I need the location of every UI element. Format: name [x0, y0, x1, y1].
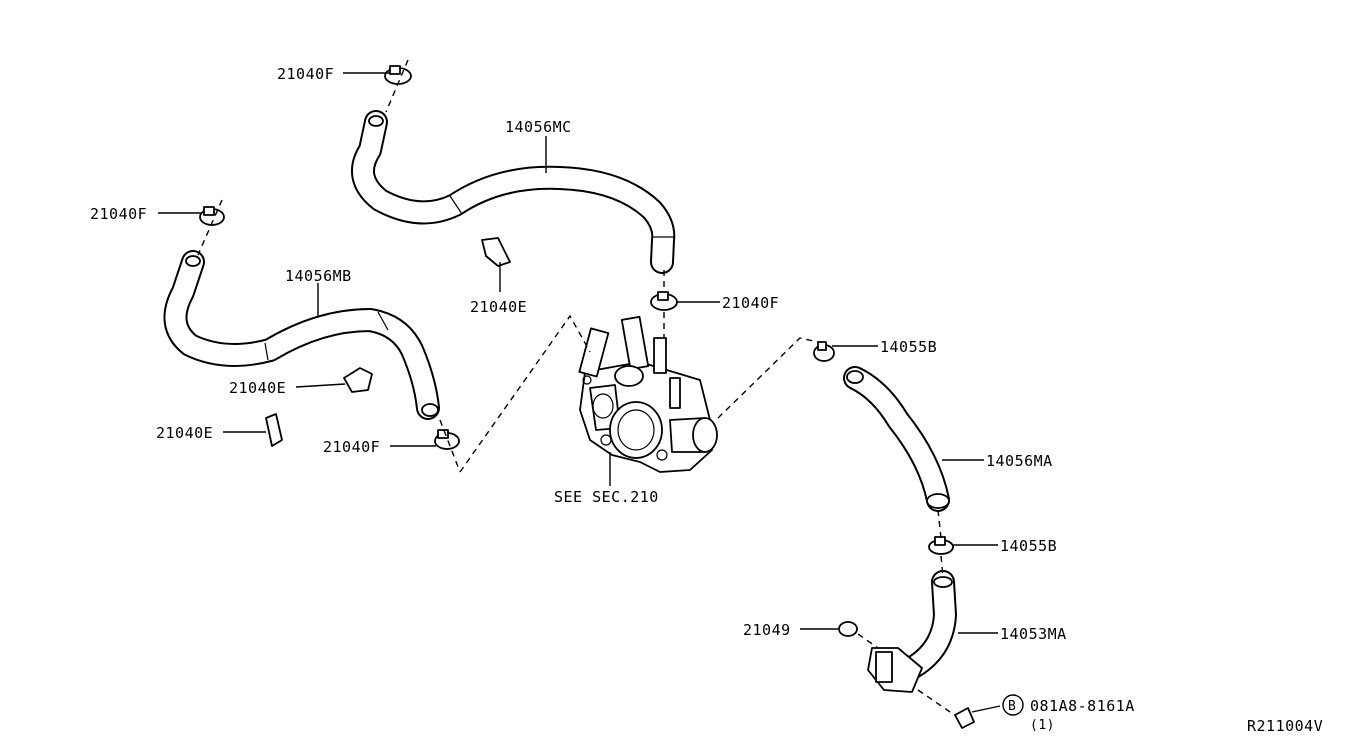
clip-icon [265, 413, 283, 447]
label-14056ma: 14056MA [986, 452, 1053, 470]
clamp-icon [813, 341, 835, 362]
callout-letter: B [1008, 699, 1016, 714]
clamp-icon [928, 536, 954, 555]
hose-14056mc [351, 110, 676, 274]
hose-14056ma [843, 366, 950, 512]
clamp-icon [384, 65, 412, 85]
label-14056mc: 14056MC [505, 118, 572, 136]
thermostat-housing [578, 315, 718, 473]
label-bolt-qty: (1) [1030, 718, 1055, 733]
callout-circle [1002, 694, 1024, 716]
label-21040f-housing-left: 21040F [323, 438, 380, 456]
clamp-icon [650, 291, 678, 311]
label-bolt-part: 081A8-8161A [1030, 697, 1135, 715]
label-14055b-lower: 14055B [1000, 537, 1057, 555]
label-14056mb: 14056MB [285, 267, 352, 285]
label-21040f-top: 21040F [277, 65, 334, 83]
hose-14056mb [163, 250, 440, 420]
label-21040e-mid: 21040E [229, 379, 286, 397]
o-ring-icon [838, 621, 858, 637]
label-21040f-housing-top: 21040F [722, 294, 779, 312]
label-21040e-lower: 21040E [156, 424, 213, 442]
label-21049: 21049 [743, 621, 791, 639]
label-14055b-upper: 14055B [880, 338, 937, 356]
clamp-icon [434, 429, 460, 450]
clip-icon [343, 367, 373, 393]
assembly-lines [197, 59, 957, 717]
label-21040f-left: 21040F [90, 205, 147, 223]
bolt-icon [954, 707, 975, 729]
clip-icon [481, 237, 511, 267]
label-see-sec-210: SEE SEC.210 [554, 488, 659, 506]
diagram-id: R211004V [1247, 717, 1323, 735]
pipe-14053ma [867, 570, 957, 693]
clamp-icon [199, 206, 225, 226]
leader-lines [158, 72, 1001, 713]
label-14053ma: 14053MA [1000, 625, 1067, 643]
label-21040e-upper: 21040E [470, 298, 527, 316]
